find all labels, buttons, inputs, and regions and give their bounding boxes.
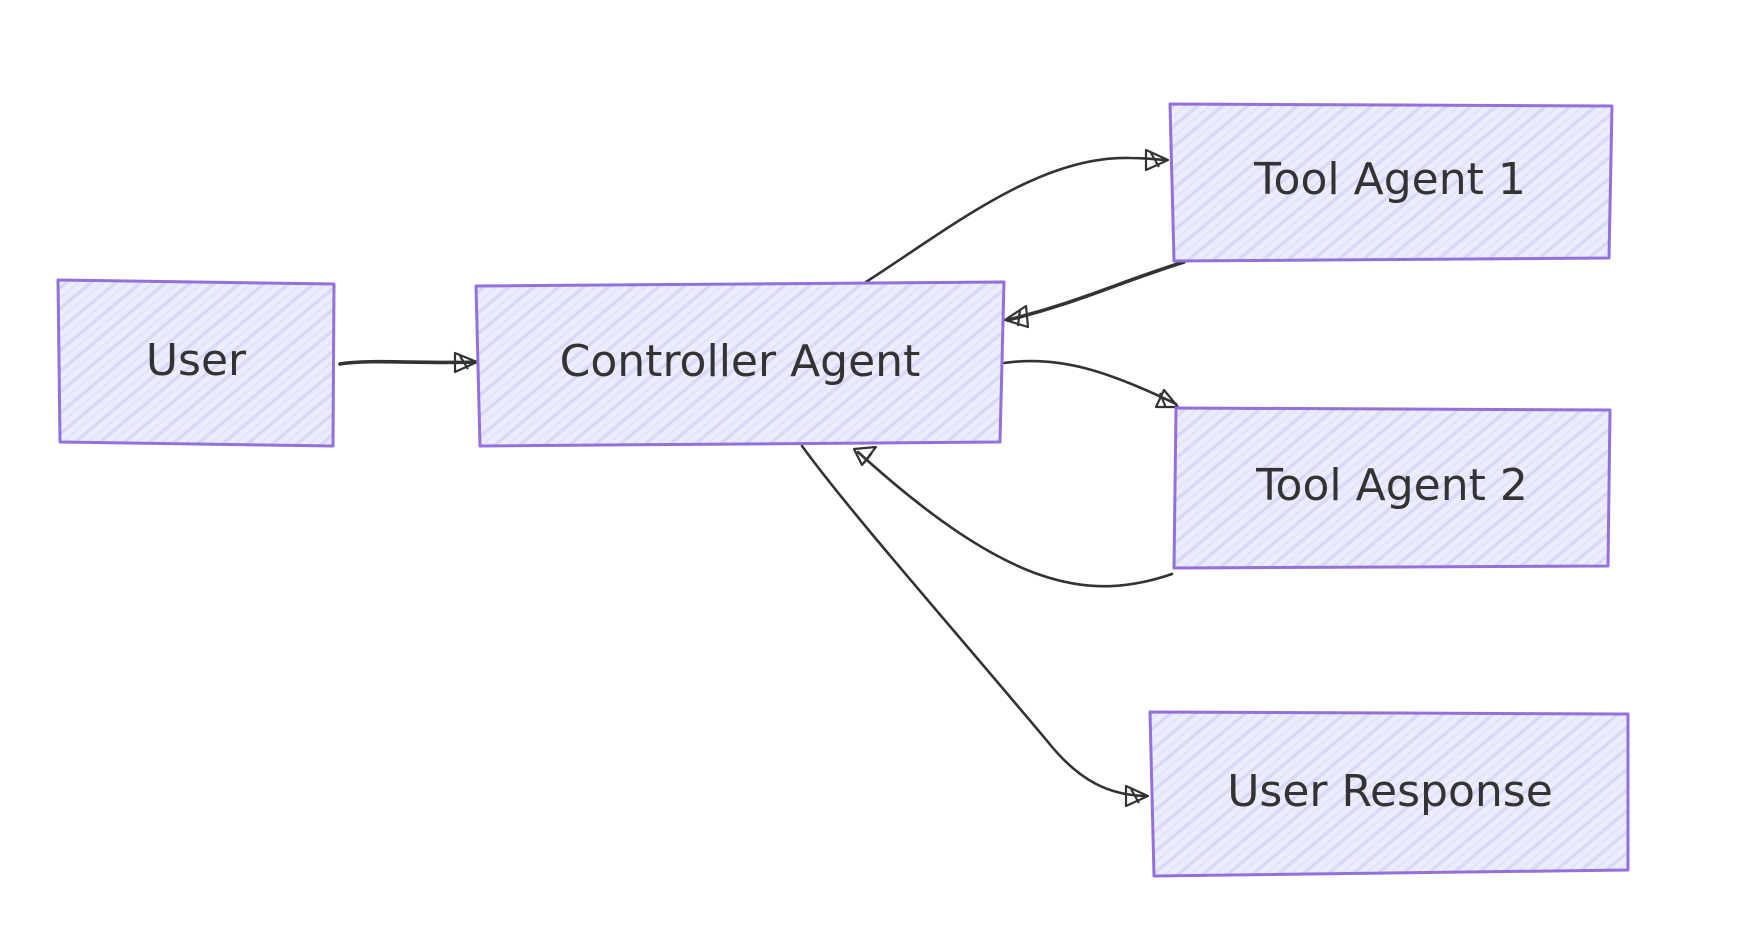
node-label: Tool Agent 1 bbox=[1253, 154, 1526, 205]
edge-controller-to-response[interactable] bbox=[800, 444, 1150, 808]
arrowhead-icon bbox=[852, 445, 878, 467]
node-label: User Response bbox=[1227, 766, 1553, 817]
edge-controller-to-tool1[interactable] bbox=[864, 148, 1170, 284]
node-box bbox=[56, 278, 336, 448]
arrowhead-icon bbox=[1154, 388, 1180, 409]
node-user-response[interactable]: User Response bbox=[1148, 710, 1630, 878]
node-box bbox=[474, 280, 1006, 448]
edges bbox=[338, 148, 1186, 808]
edge-tool1-to-controller[interactable] bbox=[1003, 260, 1186, 329]
nodes: User Controller Agent Tool Agent 1 Tool … bbox=[56, 102, 1630, 878]
node-tool-agent-2[interactable]: Tool Agent 2 bbox=[1172, 406, 1612, 570]
edge-controller-to-tool2[interactable] bbox=[1002, 359, 1180, 409]
node-label: Controller Agent bbox=[560, 336, 921, 387]
node-box bbox=[1172, 406, 1612, 570]
edge-line bbox=[338, 359, 477, 366]
edge-tool2-to-controller[interactable] bbox=[852, 445, 1174, 588]
edge-line bbox=[856, 450, 1174, 588]
edge-line bbox=[864, 156, 1168, 284]
node-label: User bbox=[146, 335, 247, 386]
node-box bbox=[1148, 710, 1630, 878]
node-controller-agent[interactable]: Controller Agent bbox=[474, 280, 1006, 448]
node-box bbox=[1168, 102, 1614, 263]
arrowhead-icon bbox=[1144, 148, 1170, 172]
node-label: Tool Agent 2 bbox=[1255, 460, 1528, 511]
edge-user-to-controller[interactable] bbox=[338, 351, 479, 374]
arrowhead-icon bbox=[1124, 784, 1150, 808]
arrowhead-icon bbox=[1003, 304, 1030, 329]
edge-line bbox=[1006, 260, 1186, 322]
edge-line bbox=[1002, 359, 1178, 406]
edge-line bbox=[800, 444, 1147, 798]
arrowhead-icon bbox=[453, 351, 479, 374]
node-tool-agent-1[interactable]: Tool Agent 1 bbox=[1168, 102, 1614, 263]
node-user[interactable]: User bbox=[56, 278, 336, 448]
